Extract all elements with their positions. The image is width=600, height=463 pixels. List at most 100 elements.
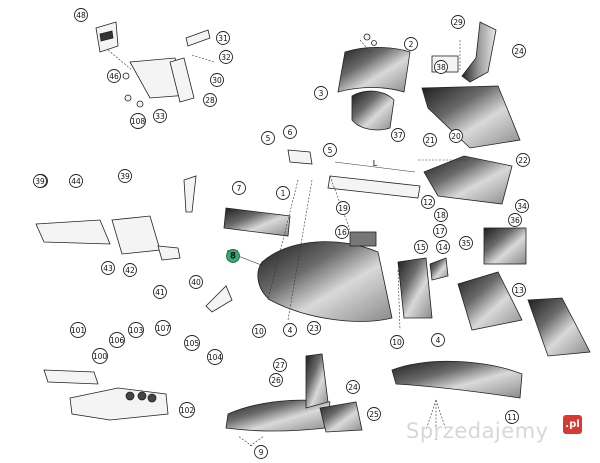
part-3-bracket	[351, 90, 395, 131]
callout-23: 23	[307, 321, 321, 335]
callout-text: 10	[254, 327, 264, 336]
callout-17: 17	[433, 224, 447, 238]
callout-text: 22	[518, 156, 528, 165]
part-41-tab	[157, 245, 181, 261]
callout-text: 102	[180, 406, 195, 415]
callout-106: 106	[109, 332, 125, 348]
callout-36: 36	[508, 213, 522, 227]
callout-100: 100	[92, 348, 108, 364]
callout-text: 44	[71, 177, 81, 186]
callout-text: 27	[275, 361, 285, 370]
callout-text: 2	[409, 40, 414, 49]
callout-text: 101	[71, 326, 86, 335]
watermark-badge: .pl	[563, 415, 582, 434]
part-14-piece	[429, 257, 449, 281]
callout-text: 16	[337, 228, 347, 237]
callout-8: 8	[226, 249, 240, 263]
callout-11: 11	[505, 410, 519, 424]
callout-2: 2	[404, 37, 418, 51]
callout-31: 31	[216, 31, 230, 45]
callout-text: 104	[208, 353, 223, 362]
part-13-share-right	[527, 297, 591, 357]
callout-text: 39	[35, 177, 45, 186]
callout-labels: 4831323046283310822924393833720212234365…	[33, 8, 530, 459]
callout-text: 46	[109, 72, 119, 81]
callout-24: 24	[512, 44, 526, 58]
callout-text: 107	[156, 324, 171, 333]
callout-text: 4	[288, 326, 293, 335]
watermark: Sprzedajemy .pl	[406, 415, 582, 449]
callout-text: 20	[451, 132, 461, 141]
part-27-leg	[305, 353, 329, 409]
callout-text: 3	[319, 89, 324, 98]
callout-text: 9	[259, 448, 264, 457]
callout-text: 11	[507, 413, 517, 422]
watermark-text: Sprzedajemy	[406, 419, 549, 443]
callout-103: 103	[128, 322, 144, 338]
callout-34: 34	[515, 199, 529, 213]
callout-14: 14	[436, 240, 450, 254]
callout-32: 32	[219, 50, 233, 64]
callout-text: 33	[155, 112, 165, 121]
callout-text: 39	[120, 172, 130, 181]
callout-text: 5	[328, 146, 333, 155]
callout-10: 10	[390, 335, 404, 349]
callout-text: 30	[212, 76, 222, 85]
callout-102: 102	[179, 402, 195, 418]
callout-26: 26	[269, 373, 283, 387]
callout-44: 44	[69, 174, 83, 188]
part-11-share	[391, 360, 523, 399]
part-20-blade	[421, 85, 521, 149]
callout-18: 18	[434, 208, 448, 222]
callout-text: 105	[185, 339, 200, 348]
callout-105: 105	[184, 335, 200, 351]
callout-text: 24	[348, 383, 358, 392]
callout-4: 4	[283, 323, 297, 337]
callout-16: 16	[335, 225, 349, 239]
part-7-bar	[223, 207, 291, 237]
callout-101: 101	[70, 322, 86, 338]
callout-text: 36	[510, 216, 520, 225]
callout-107: 107	[155, 320, 171, 336]
callout-text: 24	[514, 47, 524, 56]
callout-text: 108	[131, 117, 146, 126]
part-40-wedge	[205, 285, 233, 313]
callout-text: 28	[205, 96, 215, 105]
part-42-plate	[111, 215, 161, 255]
callout-text: 34	[517, 202, 527, 211]
callout-37: 37	[391, 128, 405, 142]
callout-5: 5	[261, 131, 275, 145]
callout-text: 17	[435, 227, 445, 236]
callout-24: 24	[346, 380, 360, 394]
callout-7: 7	[232, 181, 246, 195]
bracket-assembly-top-left	[95, 21, 215, 108]
callout-19: 19	[336, 201, 350, 215]
callout-text: 31	[218, 34, 228, 43]
callout-33: 33	[153, 109, 167, 123]
callout-22: 22	[516, 153, 530, 167]
callout-text: 26	[271, 376, 281, 385]
callout-text: 19	[338, 204, 348, 213]
callout-text: 41	[155, 288, 165, 297]
part-43-plate	[35, 219, 111, 245]
callout-text: 1	[281, 189, 286, 198]
part-13-share	[457, 271, 523, 331]
callout-28: 28	[203, 93, 217, 107]
part-35-plate	[483, 227, 527, 265]
callout-39: 39	[33, 174, 47, 188]
callout-20: 20	[449, 129, 463, 143]
callout-text: 21	[425, 136, 435, 145]
callout-text: 5	[266, 134, 271, 143]
callout-text: 32	[221, 53, 231, 62]
part-29-strip	[461, 21, 497, 83]
dimension-label: L	[373, 159, 378, 168]
callout-4: 4	[431, 333, 445, 347]
callout-30: 30	[210, 73, 224, 87]
callout-35: 35	[459, 236, 473, 250]
callout-48: 48	[74, 8, 88, 22]
part-2-curved-plate	[337, 46, 411, 93]
callout-46: 46	[107, 69, 121, 83]
callout-text: 23	[309, 324, 319, 333]
callout-text: 4	[436, 336, 441, 345]
